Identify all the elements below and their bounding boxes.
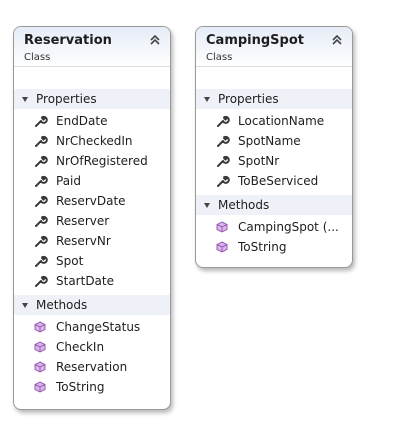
wrench-icon <box>34 173 56 189</box>
wrench-icon <box>216 153 238 169</box>
wrench-icon <box>34 113 56 129</box>
method-item[interactable]: CampingSpot (... <box>196 217 352 237</box>
method-label: Reservation <box>56 360 128 374</box>
property-item[interactable]: SpotNr <box>196 151 352 171</box>
property-label: LocationName <box>238 114 325 128</box>
property-item[interactable]: NrOfRegistered <box>14 151 170 171</box>
property-label: StartDate <box>56 274 114 288</box>
wrench-icon <box>34 153 56 169</box>
property-label: NrCheckedIn <box>56 134 133 148</box>
wrench-icon <box>34 213 56 229</box>
class-kind: Class <box>206 52 233 63</box>
double-chevron-up-icon[interactable] <box>148 32 162 46</box>
wrench-icon <box>34 233 56 249</box>
class-campingspot[interactable]: CampingSpot Class Properties LocationNam… <box>195 26 353 268</box>
property-label: ReservDate <box>56 194 126 208</box>
triangle-down-icon[interactable] <box>14 95 36 103</box>
section-label: Properties <box>218 92 279 106</box>
method-cube-icon <box>216 219 238 235</box>
class-kind: Class <box>24 52 51 63</box>
method-label: CampingSpot (... <box>238 220 339 234</box>
property-label: SpotName <box>238 134 301 148</box>
property-item[interactable]: LocationName <box>196 111 352 131</box>
property-item[interactable]: SpotName <box>196 131 352 151</box>
wrench-icon <box>34 133 56 149</box>
section-label: Methods <box>218 198 270 212</box>
class-name: CampingSpot <box>206 33 304 48</box>
wrench-icon <box>34 273 56 289</box>
section-label: Methods <box>36 298 88 312</box>
double-chevron-up-icon[interactable] <box>330 32 344 46</box>
triangle-down-icon[interactable] <box>14 301 36 309</box>
property-item[interactable]: NrCheckedIn <box>14 131 170 151</box>
method-item[interactable]: ChangeStatus <box>14 317 170 337</box>
method-cube-icon <box>34 359 56 375</box>
wrench-icon <box>216 113 238 129</box>
property-label: EndDate <box>56 114 108 128</box>
method-cube-icon <box>216 239 238 255</box>
triangle-down-icon[interactable] <box>196 95 218 103</box>
property-label: Paid <box>56 174 82 188</box>
class-header: Reservation Class <box>14 27 170 67</box>
wrench-icon <box>216 133 238 149</box>
method-item[interactable]: ToString <box>14 377 170 397</box>
properties-section-header[interactable]: Properties <box>196 89 352 109</box>
section-label: Properties <box>36 92 97 106</box>
class-reservation[interactable]: Reservation Class Properties EndDate NrC… <box>13 26 171 410</box>
property-item[interactable]: EndDate <box>14 111 170 131</box>
property-item[interactable]: Paid <box>14 171 170 191</box>
property-label: ToBeServiced <box>238 174 319 188</box>
property-item[interactable]: Spot <box>14 251 170 271</box>
property-item[interactable]: StartDate <box>14 271 170 291</box>
wrench-icon <box>34 253 56 269</box>
method-item[interactable]: ToString <box>196 237 352 257</box>
property-item[interactable]: ReservNr <box>14 231 170 251</box>
class-header: CampingSpot Class <box>196 27 352 67</box>
triangle-down-icon[interactable] <box>196 201 218 209</box>
method-label: ToString <box>56 380 105 394</box>
method-item[interactable]: Reservation <box>14 357 170 377</box>
method-item[interactable]: CheckIn <box>14 337 170 357</box>
property-item[interactable]: ToBeServiced <box>196 171 352 191</box>
method-label: ToString <box>238 240 287 254</box>
method-cube-icon <box>34 319 56 335</box>
method-cube-icon <box>34 379 56 395</box>
wrench-icon <box>34 193 56 209</box>
property-item[interactable]: ReservDate <box>14 191 170 211</box>
method-label: CheckIn <box>56 340 105 354</box>
properties-section-header[interactable]: Properties <box>14 89 170 109</box>
property-item[interactable]: Reserver <box>14 211 170 231</box>
class-name: Reservation <box>24 33 112 48</box>
methods-section-header[interactable]: Methods <box>196 195 352 215</box>
methods-section-header[interactable]: Methods <box>14 295 170 315</box>
wrench-icon <box>216 173 238 189</box>
method-label: ChangeStatus <box>56 320 141 334</box>
property-label: NrOfRegistered <box>56 154 148 168</box>
property-label: Reserver <box>56 214 110 228</box>
method-cube-icon <box>34 339 56 355</box>
property-label: SpotNr <box>238 154 280 168</box>
property-label: ReservNr <box>56 234 111 248</box>
property-label: Spot <box>56 254 84 268</box>
